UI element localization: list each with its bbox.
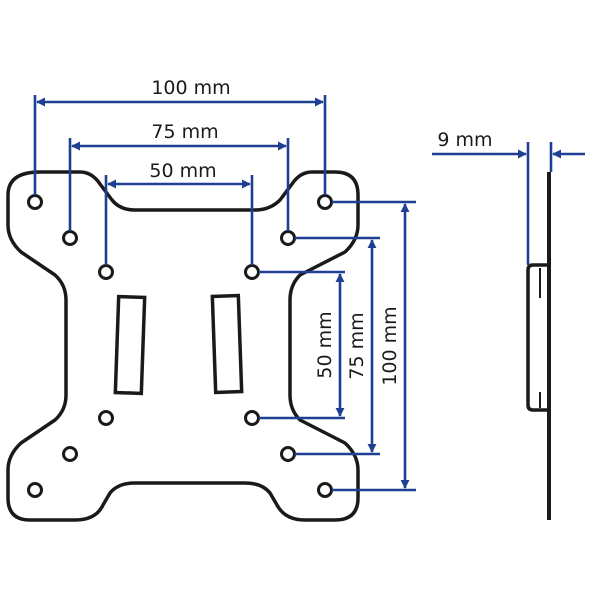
label-75-vertical: 75 mm (346, 312, 368, 379)
hole-100-top-left (27, 194, 43, 210)
hole-50-top-left (98, 264, 114, 280)
hole-75-bottom-right (280, 446, 296, 462)
hole-75-bottom-left (62, 446, 78, 462)
label-9-thickness: 9 mm (437, 129, 492, 151)
hole-100-top-right (317, 194, 333, 210)
hole-100-bottom-left (27, 482, 43, 498)
hole-75-top-left (62, 230, 78, 246)
side-view-plate (547, 172, 551, 520)
label-100-horizontal: 100 mm (151, 77, 230, 99)
hole-75-top-right (280, 230, 296, 246)
label-50-vertical: 50 mm (314, 311, 336, 378)
hole-50-bottom-right (244, 410, 260, 426)
hole-50-bottom-left (98, 410, 114, 426)
slot-left (113, 294, 147, 396)
hole-50-top-right (244, 264, 260, 280)
hole-100-bottom-right (317, 482, 333, 498)
side-view-bracket (526, 263, 547, 412)
label-100-vertical: 100 mm (379, 306, 401, 385)
slot-right (210, 293, 244, 395)
label-50-horizontal: 50 mm (149, 160, 216, 182)
mounting-plate-outline (6, 170, 360, 522)
label-75-horizontal: 75 mm (151, 121, 218, 143)
